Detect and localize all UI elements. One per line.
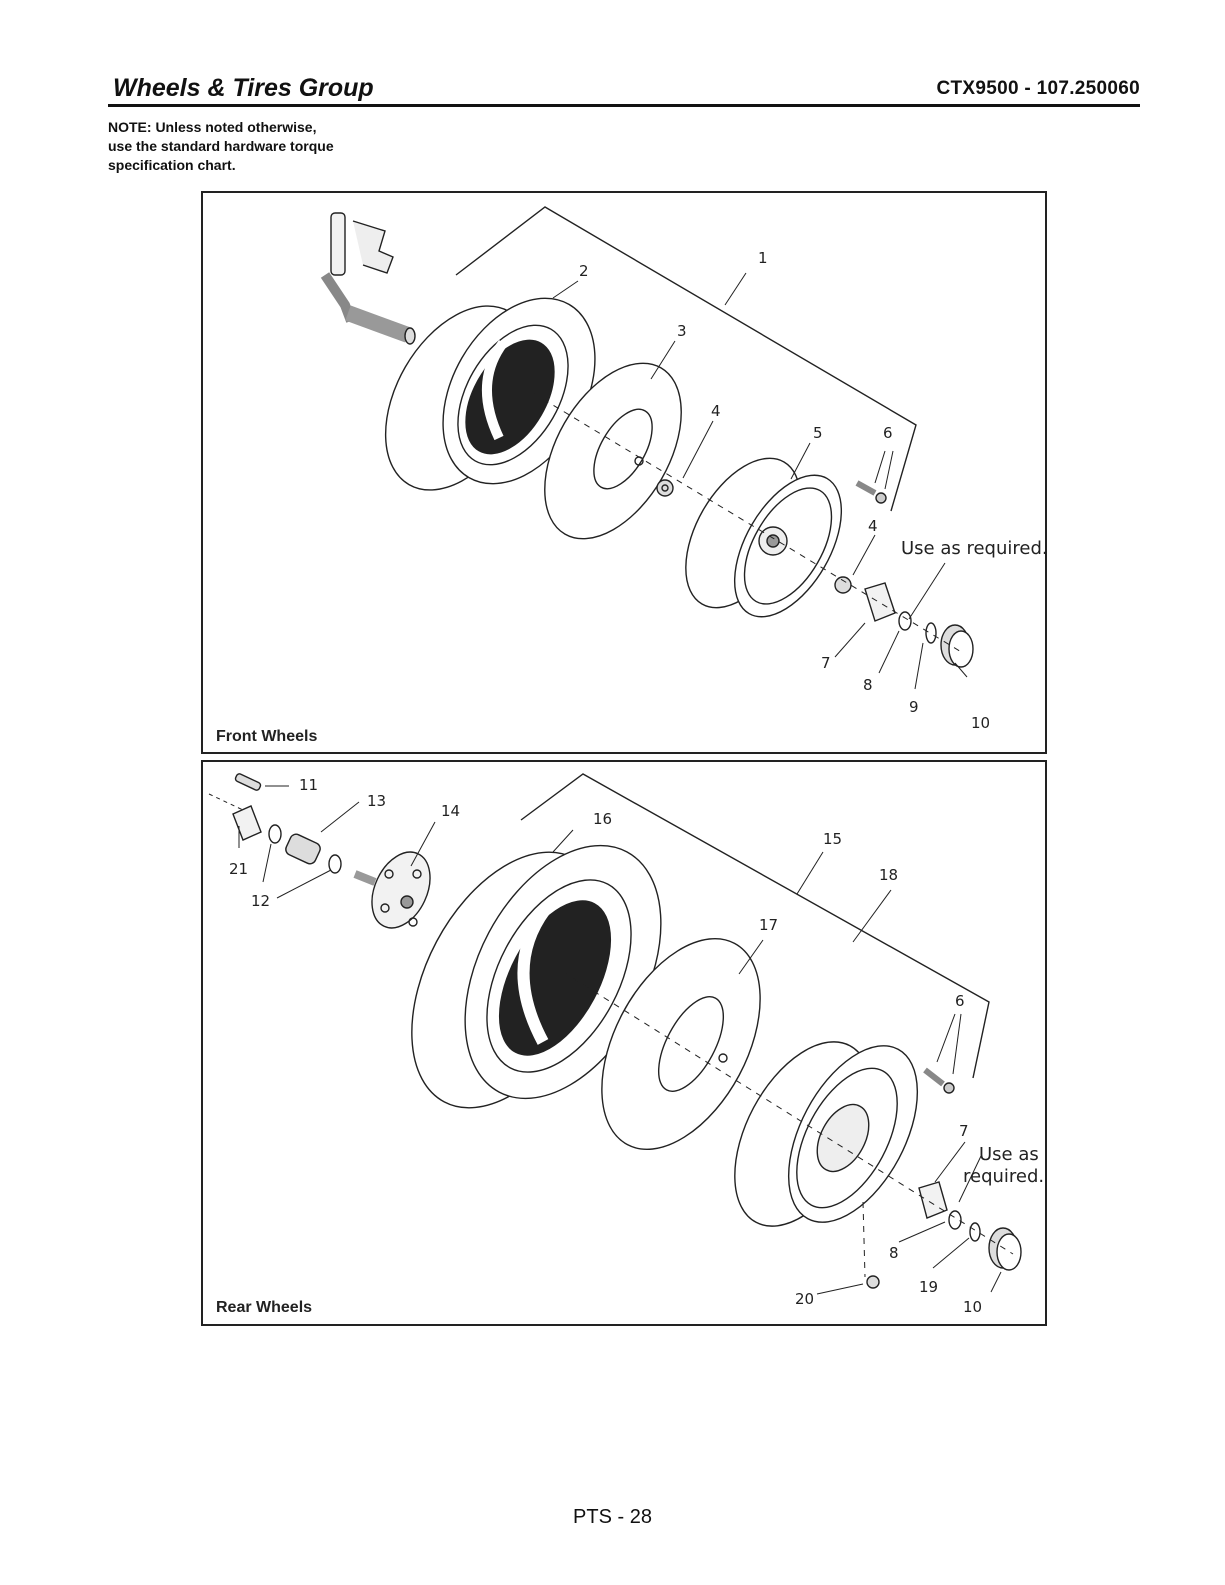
callout-19: 19 [919, 1278, 938, 1296]
front-bearing-2-icon [835, 577, 851, 593]
callout-17: 17 [759, 916, 778, 934]
callout-7: 7 [821, 654, 831, 672]
callout-3: 3 [677, 322, 687, 340]
callout-12: 12 [251, 892, 270, 910]
callout-4: 4 [711, 402, 721, 420]
washer-icon [899, 612, 911, 630]
front-wheels-panel: 1 2 3 4 5 6 4 7 8 9 10 Use as required. … [201, 191, 1047, 754]
front-wheels-label: Front Wheels [216, 728, 317, 746]
rear-washer-icon [269, 825, 281, 843]
callout-2: 2 [579, 262, 589, 280]
callout-16: 16 [593, 810, 612, 828]
callout-18: 18 [879, 866, 898, 884]
callout-6: 6 [883, 424, 893, 442]
front-bearing-icon [657, 480, 673, 496]
rear-valve-stem-icon [925, 1070, 954, 1093]
callout-4b: 4 [868, 517, 878, 535]
callout-1: 1 [758, 249, 768, 267]
use-as-note-line-1: Use as [979, 1144, 1039, 1165]
callout-11: 11 [299, 776, 318, 794]
spindle-icon [325, 213, 415, 344]
rear-bushing-icon [284, 832, 322, 865]
use-as-required-note: Use as required. [901, 538, 1045, 559]
valve-stem-icon [857, 483, 886, 503]
rear-hub-icon [355, 843, 441, 937]
rear-washer-3-icon [949, 1211, 961, 1229]
callout-13: 13 [367, 792, 386, 810]
rear-nut-icon [867, 1276, 879, 1288]
rear-retaining-ring-icon [970, 1223, 980, 1241]
note-line: specification chart. [108, 156, 408, 175]
callout-10: 10 [971, 714, 990, 732]
retaining-ring-icon [926, 623, 936, 643]
callout-21: 21 [229, 860, 248, 878]
front-wheels-diagram: 1 2 3 4 5 6 4 7 8 9 10 Use as required. [203, 193, 1045, 752]
callout-8-rear: 8 [889, 1244, 899, 1262]
rear-spacer-2-icon [919, 1182, 947, 1218]
torque-note: NOTE: Unless noted otherwise, use the st… [108, 118, 408, 175]
callout-14: 14 [441, 802, 460, 820]
callout-20: 20 [795, 1290, 814, 1308]
page-title: Wheels & Tires Group [113, 74, 374, 103]
callout-5: 5 [813, 424, 823, 442]
model-number: CTX9500 - 107.250060 [936, 78, 1140, 100]
rear-wheels-panel: 11 13 14 16 15 21 12 17 18 6 7 8 19 20 1… [201, 760, 1047, 1326]
callout-6-rear: 6 [955, 992, 965, 1010]
note-line: use the standard hardware torque [108, 137, 408, 156]
page-number: PTS - 28 [0, 1506, 1225, 1529]
header-rule [108, 104, 1140, 107]
callout-10-rear: 10 [963, 1298, 982, 1316]
callout-15: 15 [823, 830, 842, 848]
rear-wheels-diagram: 11 13 14 16 15 21 12 17 18 6 7 8 19 20 1… [203, 762, 1045, 1324]
hub-cap-icon [941, 625, 973, 667]
front-rim-icon [662, 439, 863, 635]
key-icon [235, 773, 262, 791]
note-line: NOTE: Unless noted otherwise, [108, 118, 408, 137]
callout-8: 8 [863, 676, 873, 694]
rear-wheels-label: Rear Wheels [216, 1299, 312, 1317]
rear-spacer-icon [233, 806, 261, 840]
callout-9: 9 [909, 698, 919, 716]
callout-7-rear: 7 [959, 1122, 969, 1140]
use-as-note-line-2: required. [963, 1166, 1044, 1187]
spacer-icon [865, 583, 895, 621]
